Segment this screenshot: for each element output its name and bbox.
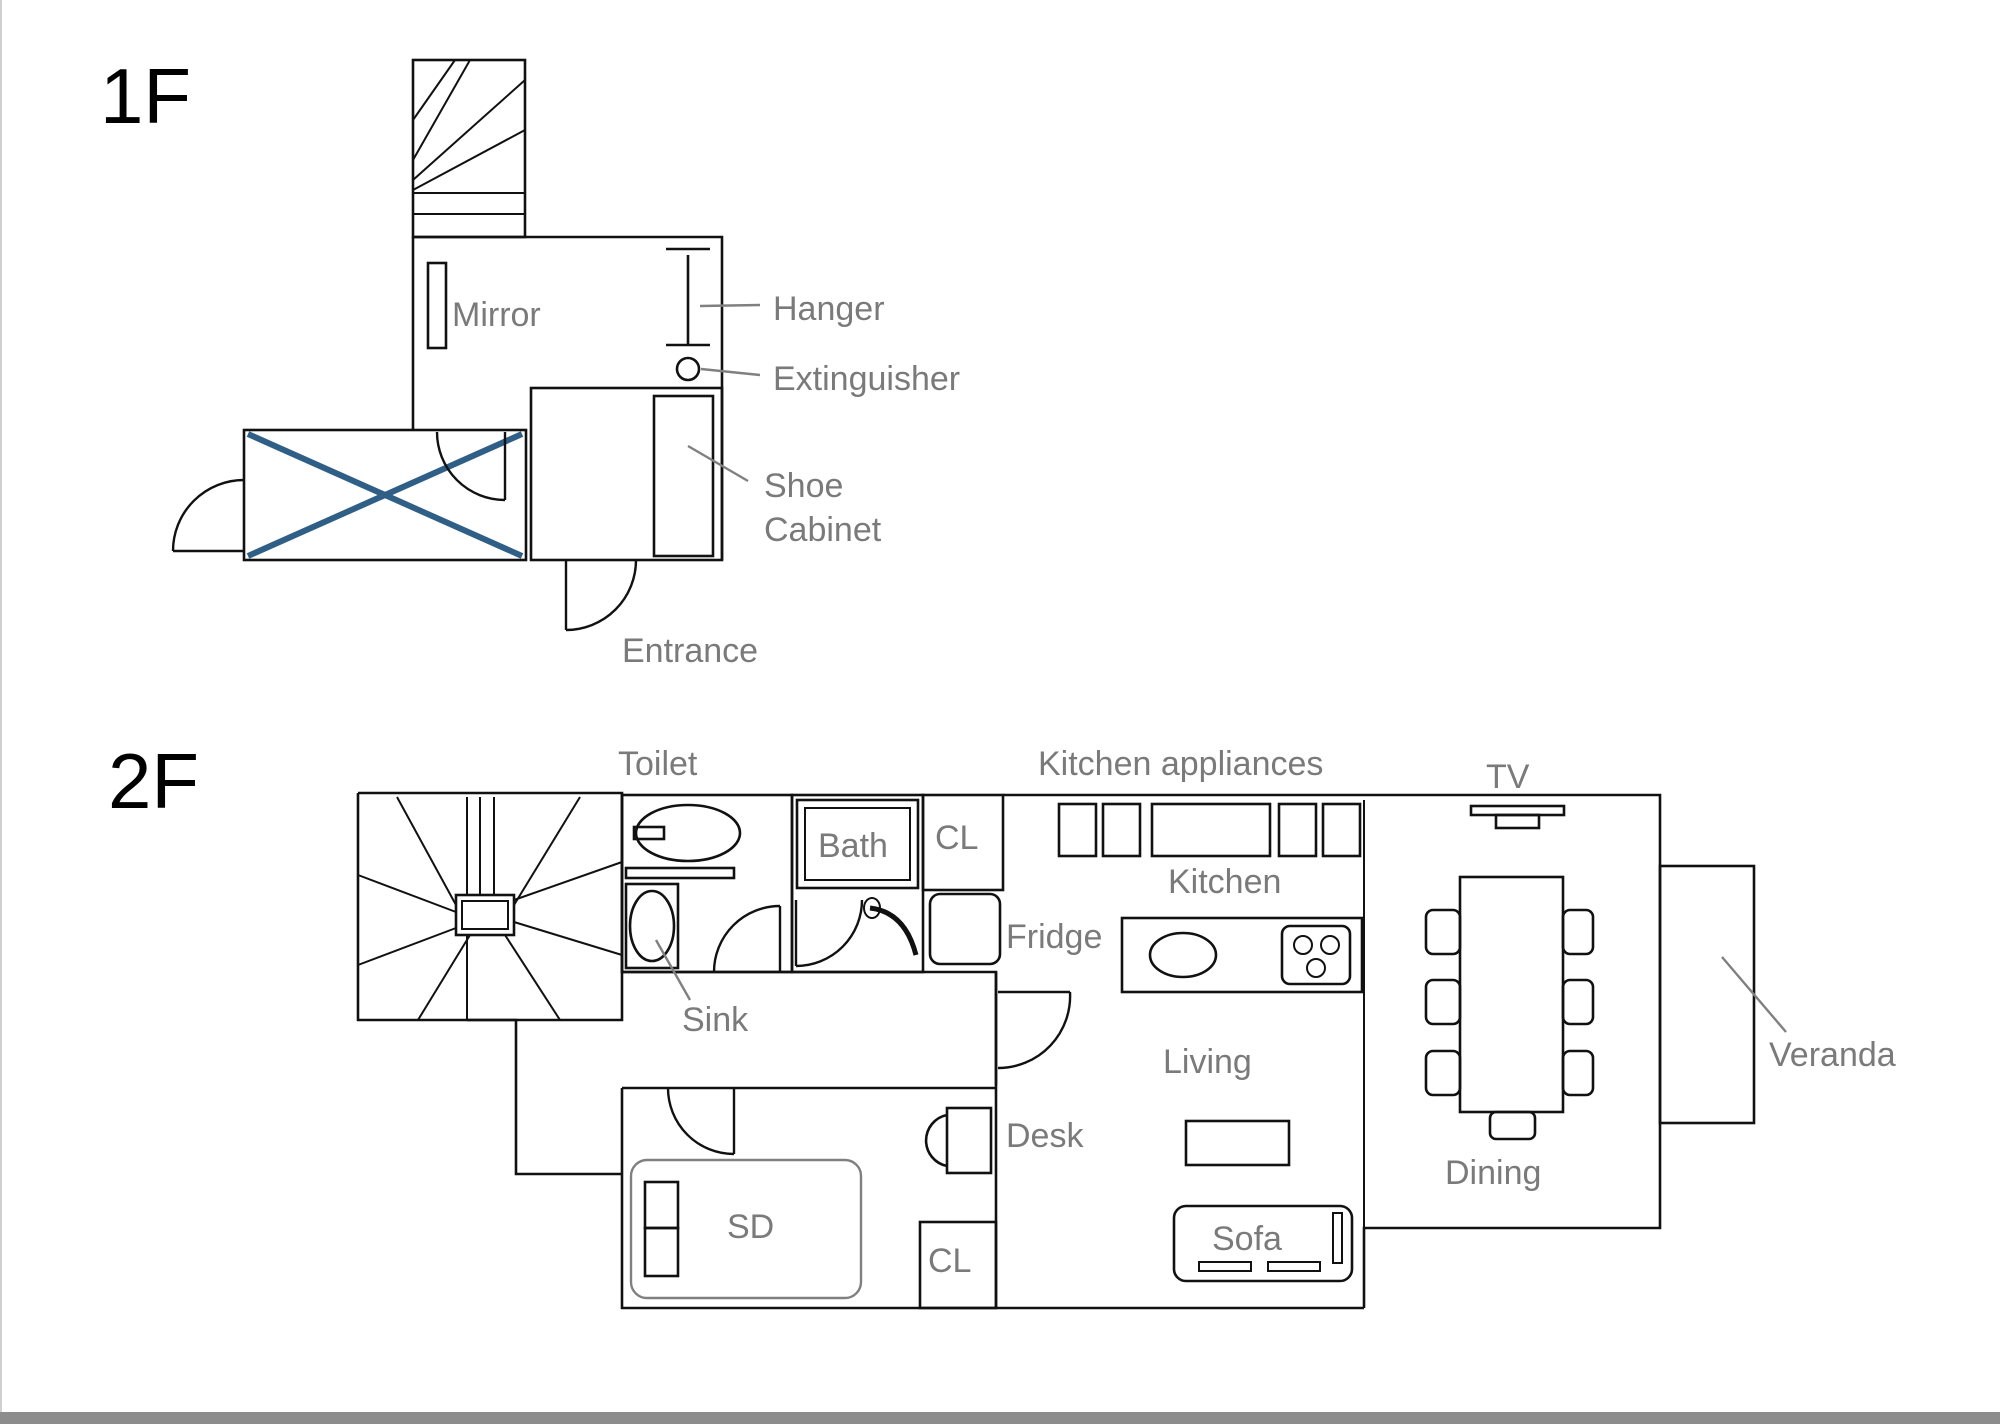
second-floor: 2F — [108, 737, 1896, 1310]
first-floor-stairs — [411, 58, 527, 239]
coffee-table — [1184, 1119, 1291, 1167]
bathtub-outer — [795, 798, 920, 890]
kitchen-appliances-label: Kitchen appliances — [1038, 745, 1323, 783]
mirror-fixture — [426, 261, 448, 350]
kitchen-island — [1120, 916, 1364, 994]
hanger-fixture — [666, 247, 710, 347]
bedroom-outer-walls — [620, 1088, 1364, 1310]
inner-door-swing — [435, 431, 507, 502]
tv-fixture — [1469, 804, 1566, 830]
living-outer-walls — [1003, 793, 1662, 1308]
second-floor-spiral-stairs — [357, 796, 623, 1021]
extinguisher-label: Extinguisher — [773, 360, 960, 398]
first-floor-title: 1F — [100, 52, 191, 140]
bathtub-inner — [804, 807, 911, 881]
sd-label: SD — [727, 1208, 774, 1246]
veranda-leader — [1721, 956, 1787, 1033]
bath-room — [790, 793, 925, 974]
stove-icon — [1280, 924, 1352, 986]
kitchen-label: Kitchen — [1168, 863, 1281, 901]
blocked-cross-icon — [246, 431, 524, 559]
sink-leader — [654, 939, 692, 1001]
stair-block-top — [358, 791, 624, 1022]
toilet-label: Toilet — [618, 745, 698, 783]
desk-label: Desk — [1006, 1117, 1084, 1155]
closet-lower — [918, 1220, 998, 1310]
living-door-swing — [997, 990, 1072, 1070]
dining-table — [1458, 875, 1565, 1141]
shoe-cabinet-room — [529, 386, 724, 562]
closet-lower-label: CL — [928, 1242, 971, 1280]
second-floor-title: 2F — [108, 737, 199, 825]
closet-upper-label: CL — [935, 819, 978, 857]
veranda-label: Veranda — [1769, 1036, 1896, 1074]
veranda — [1658, 864, 1756, 1125]
toilet-shelf — [624, 866, 736, 880]
page-shadow — [0, 1412, 2000, 1424]
hanger-leader — [699, 303, 761, 308]
entrance-door-swing — [564, 559, 638, 632]
dining-label: Dining — [1445, 1154, 1541, 1192]
first-floor: 1F Mirror Hanger Extinguisher — [100, 52, 960, 670]
dining-chairs — [1424, 908, 1595, 1097]
toilet-sink-counter — [624, 882, 680, 970]
desk-fixture — [924, 1106, 993, 1175]
entrance-hall-walls — [413, 235, 724, 560]
shoe-cabinet-leader — [687, 444, 749, 483]
blocked-room — [242, 428, 528, 562]
toilet-door-swing — [712, 904, 782, 973]
mirror-label: Mirror — [452, 296, 541, 334]
living-label: Living — [1163, 1043, 1252, 1081]
shoe-cabinet-label-line2: Cabinet — [764, 511, 882, 549]
sink-label: Sink — [682, 1001, 749, 1039]
shoe-cabinet-label-line1: Shoe — [764, 467, 843, 505]
kitchen-appliances-fixtures — [1057, 802, 1362, 858]
bath-label: Bath — [818, 827, 888, 865]
bath-door-swing — [794, 899, 864, 968]
hanger-label: Hanger — [773, 290, 885, 328]
bedroom-door-swing — [666, 1087, 736, 1156]
toilet-sink-basin — [628, 889, 676, 963]
side-door-swing — [171, 478, 245, 553]
kitchen-sink-basin — [1148, 931, 1218, 979]
stair-hall-walls — [356, 793, 622, 1176]
sofa-fixture — [1172, 1204, 1354, 1283]
extinguisher-fixture — [675, 356, 701, 382]
shower-head-icon — [863, 897, 919, 956]
toilet-fixture — [632, 803, 742, 863]
tv-label: TV — [1486, 758, 1530, 796]
entrance-label: Entrance — [622, 632, 758, 670]
bed-fixture — [629, 1158, 863, 1300]
fridge-label: Fridge — [1006, 918, 1102, 956]
sofa-label: Sofa — [1212, 1220, 1282, 1258]
fridge-fixture — [928, 892, 1002, 966]
shoe-cabinet-fixture — [652, 394, 715, 558]
closet-upper — [921, 793, 1005, 892]
extinguisher-leader — [700, 367, 761, 377]
